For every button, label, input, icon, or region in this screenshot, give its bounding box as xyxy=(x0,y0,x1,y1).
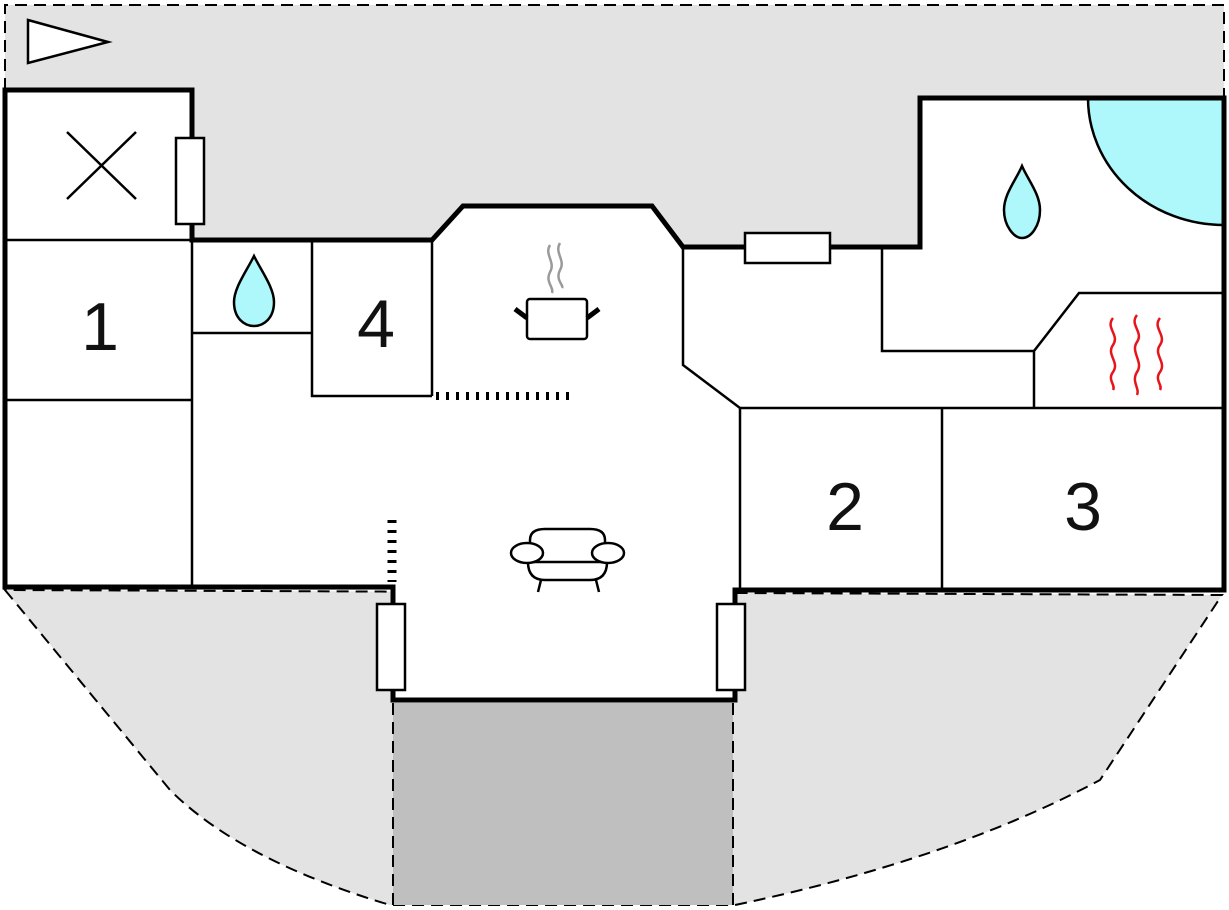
window xyxy=(174,136,206,226)
room-label-2: 2 xyxy=(826,469,864,545)
driveway xyxy=(393,703,733,905)
compass-icon xyxy=(26,18,113,65)
interior-walls xyxy=(5,238,1224,590)
room-label-4: 4 xyxy=(357,286,395,362)
pool xyxy=(1086,96,1226,227)
window xyxy=(375,602,407,692)
window xyxy=(743,231,832,265)
plot-boundary-top xyxy=(4,4,1225,98)
windows xyxy=(174,136,832,692)
water-drop-icon xyxy=(1002,162,1042,240)
sauna-heat-icon xyxy=(1109,314,1164,396)
room-label-1: 1 xyxy=(81,289,119,365)
room-label-3: 3 xyxy=(1064,469,1102,545)
sofa-icon xyxy=(509,527,626,593)
cross-icon xyxy=(66,131,137,200)
window xyxy=(715,602,747,692)
water-drop-icon xyxy=(232,253,276,328)
driveway-edge xyxy=(392,703,734,905)
kitchen-pot-icon xyxy=(513,242,601,341)
